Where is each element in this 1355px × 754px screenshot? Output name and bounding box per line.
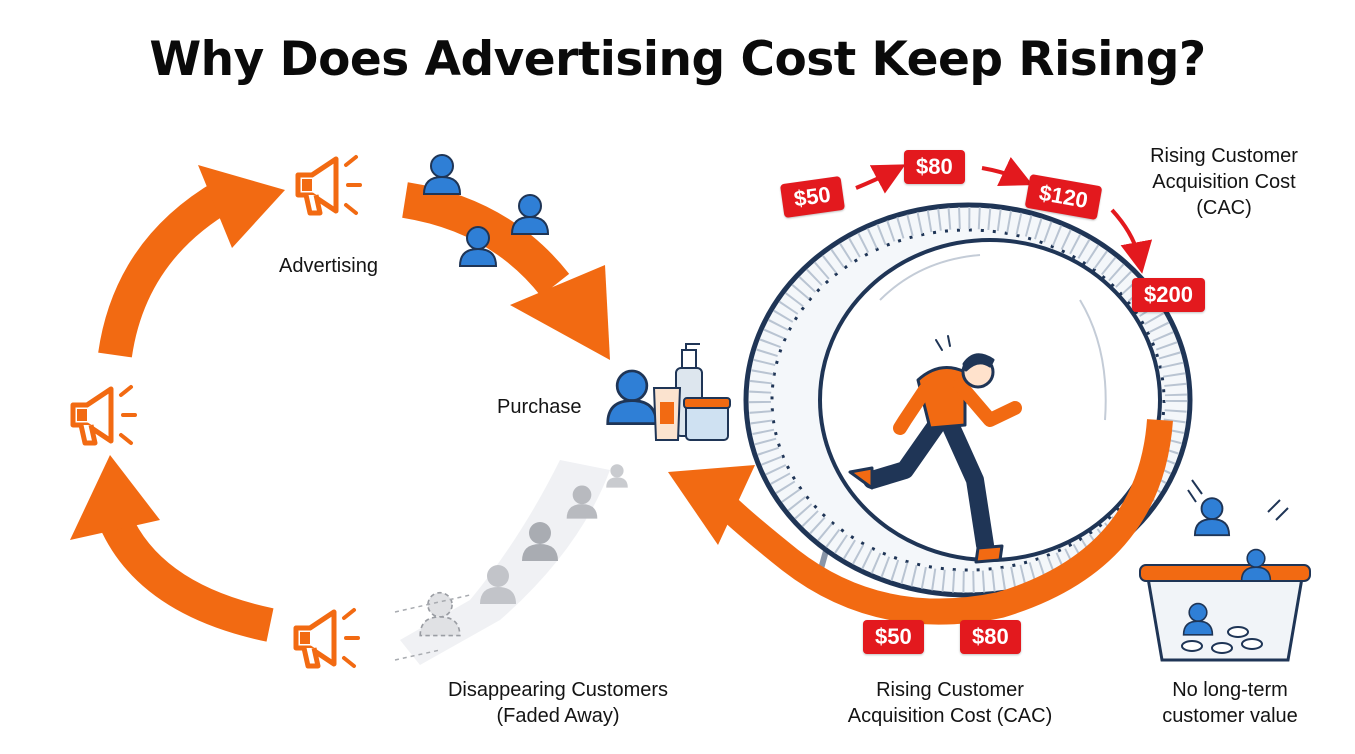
label-cac-top-line1: Rising Customer — [1150, 145, 1298, 167]
price-tag-bottom-1: $50 — [863, 620, 924, 654]
label-no-value-line1: No long-term — [1172, 679, 1288, 701]
label-cac-top-line2: Acquisition Cost — [1152, 171, 1296, 193]
cycle-arrow-top-left — [98, 165, 285, 358]
label-cac-top-line3: (CAC) — [1196, 197, 1252, 219]
megaphone-icon-left — [73, 387, 135, 443]
price-tag-top-2: $80 — [904, 150, 965, 184]
price-tag-bottom-2: $80 — [960, 620, 1021, 654]
label-no-long-term-value: No long-term customer value — [1130, 677, 1330, 729]
basket-person-icon-1 — [1193, 497, 1231, 537]
faded-dash-line — [394, 594, 471, 661]
price-arrow-1 — [855, 164, 906, 194]
label-disappearing-customers: Disappearing Customers (Faded Away) — [400, 677, 716, 729]
price-arrow-3 — [1110, 208, 1153, 274]
megaphone-icon-bottom — [296, 610, 358, 666]
return-arrow — [668, 418, 1173, 625]
product-tube-icon — [652, 387, 682, 441]
page-title: Why Does Advertising Cost Keep Rising? — [149, 32, 1206, 87]
label-advertising: Advertising — [279, 255, 378, 277]
cycle-arrow-bottom-left — [70, 455, 274, 642]
person-icon-top-2 — [511, 194, 549, 235]
faded-person-icon-1 — [606, 464, 628, 488]
label-cac-bottom: Rising Customer Acquisition Cost (CAC) — [805, 677, 1095, 729]
price-arrow-2 — [981, 157, 1033, 186]
label-purchase: Purchase — [497, 396, 582, 418]
product-jar-icon — [683, 397, 731, 441]
purchase-customer-icon — [606, 369, 658, 425]
label-cac-top: Rising Customer Acquisition Cost (CAC) — [1110, 143, 1338, 221]
running-man-icon — [848, 335, 1022, 564]
price-tag-top-4: $200 — [1132, 278, 1205, 312]
motion-lines — [1187, 479, 1289, 521]
label-cac-bottom-line1: Rising Customer — [876, 679, 1024, 701]
label-cac-bottom-line2: Acquisition Cost (CAC) — [847, 705, 1053, 727]
label-disappearing-line1: Disappearing Customers — [447, 679, 669, 701]
faded-trail — [400, 460, 610, 665]
label-no-value-line2: customer value — [1162, 705, 1298, 727]
basket-icon — [1139, 564, 1311, 662]
megaphone-icon-top — [298, 157, 360, 213]
person-icon-top-1 — [423, 154, 461, 195]
label-disappearing-line2: (Faded Away) — [496, 705, 620, 727]
cycle-arrow-to-purchase — [401, 182, 610, 360]
